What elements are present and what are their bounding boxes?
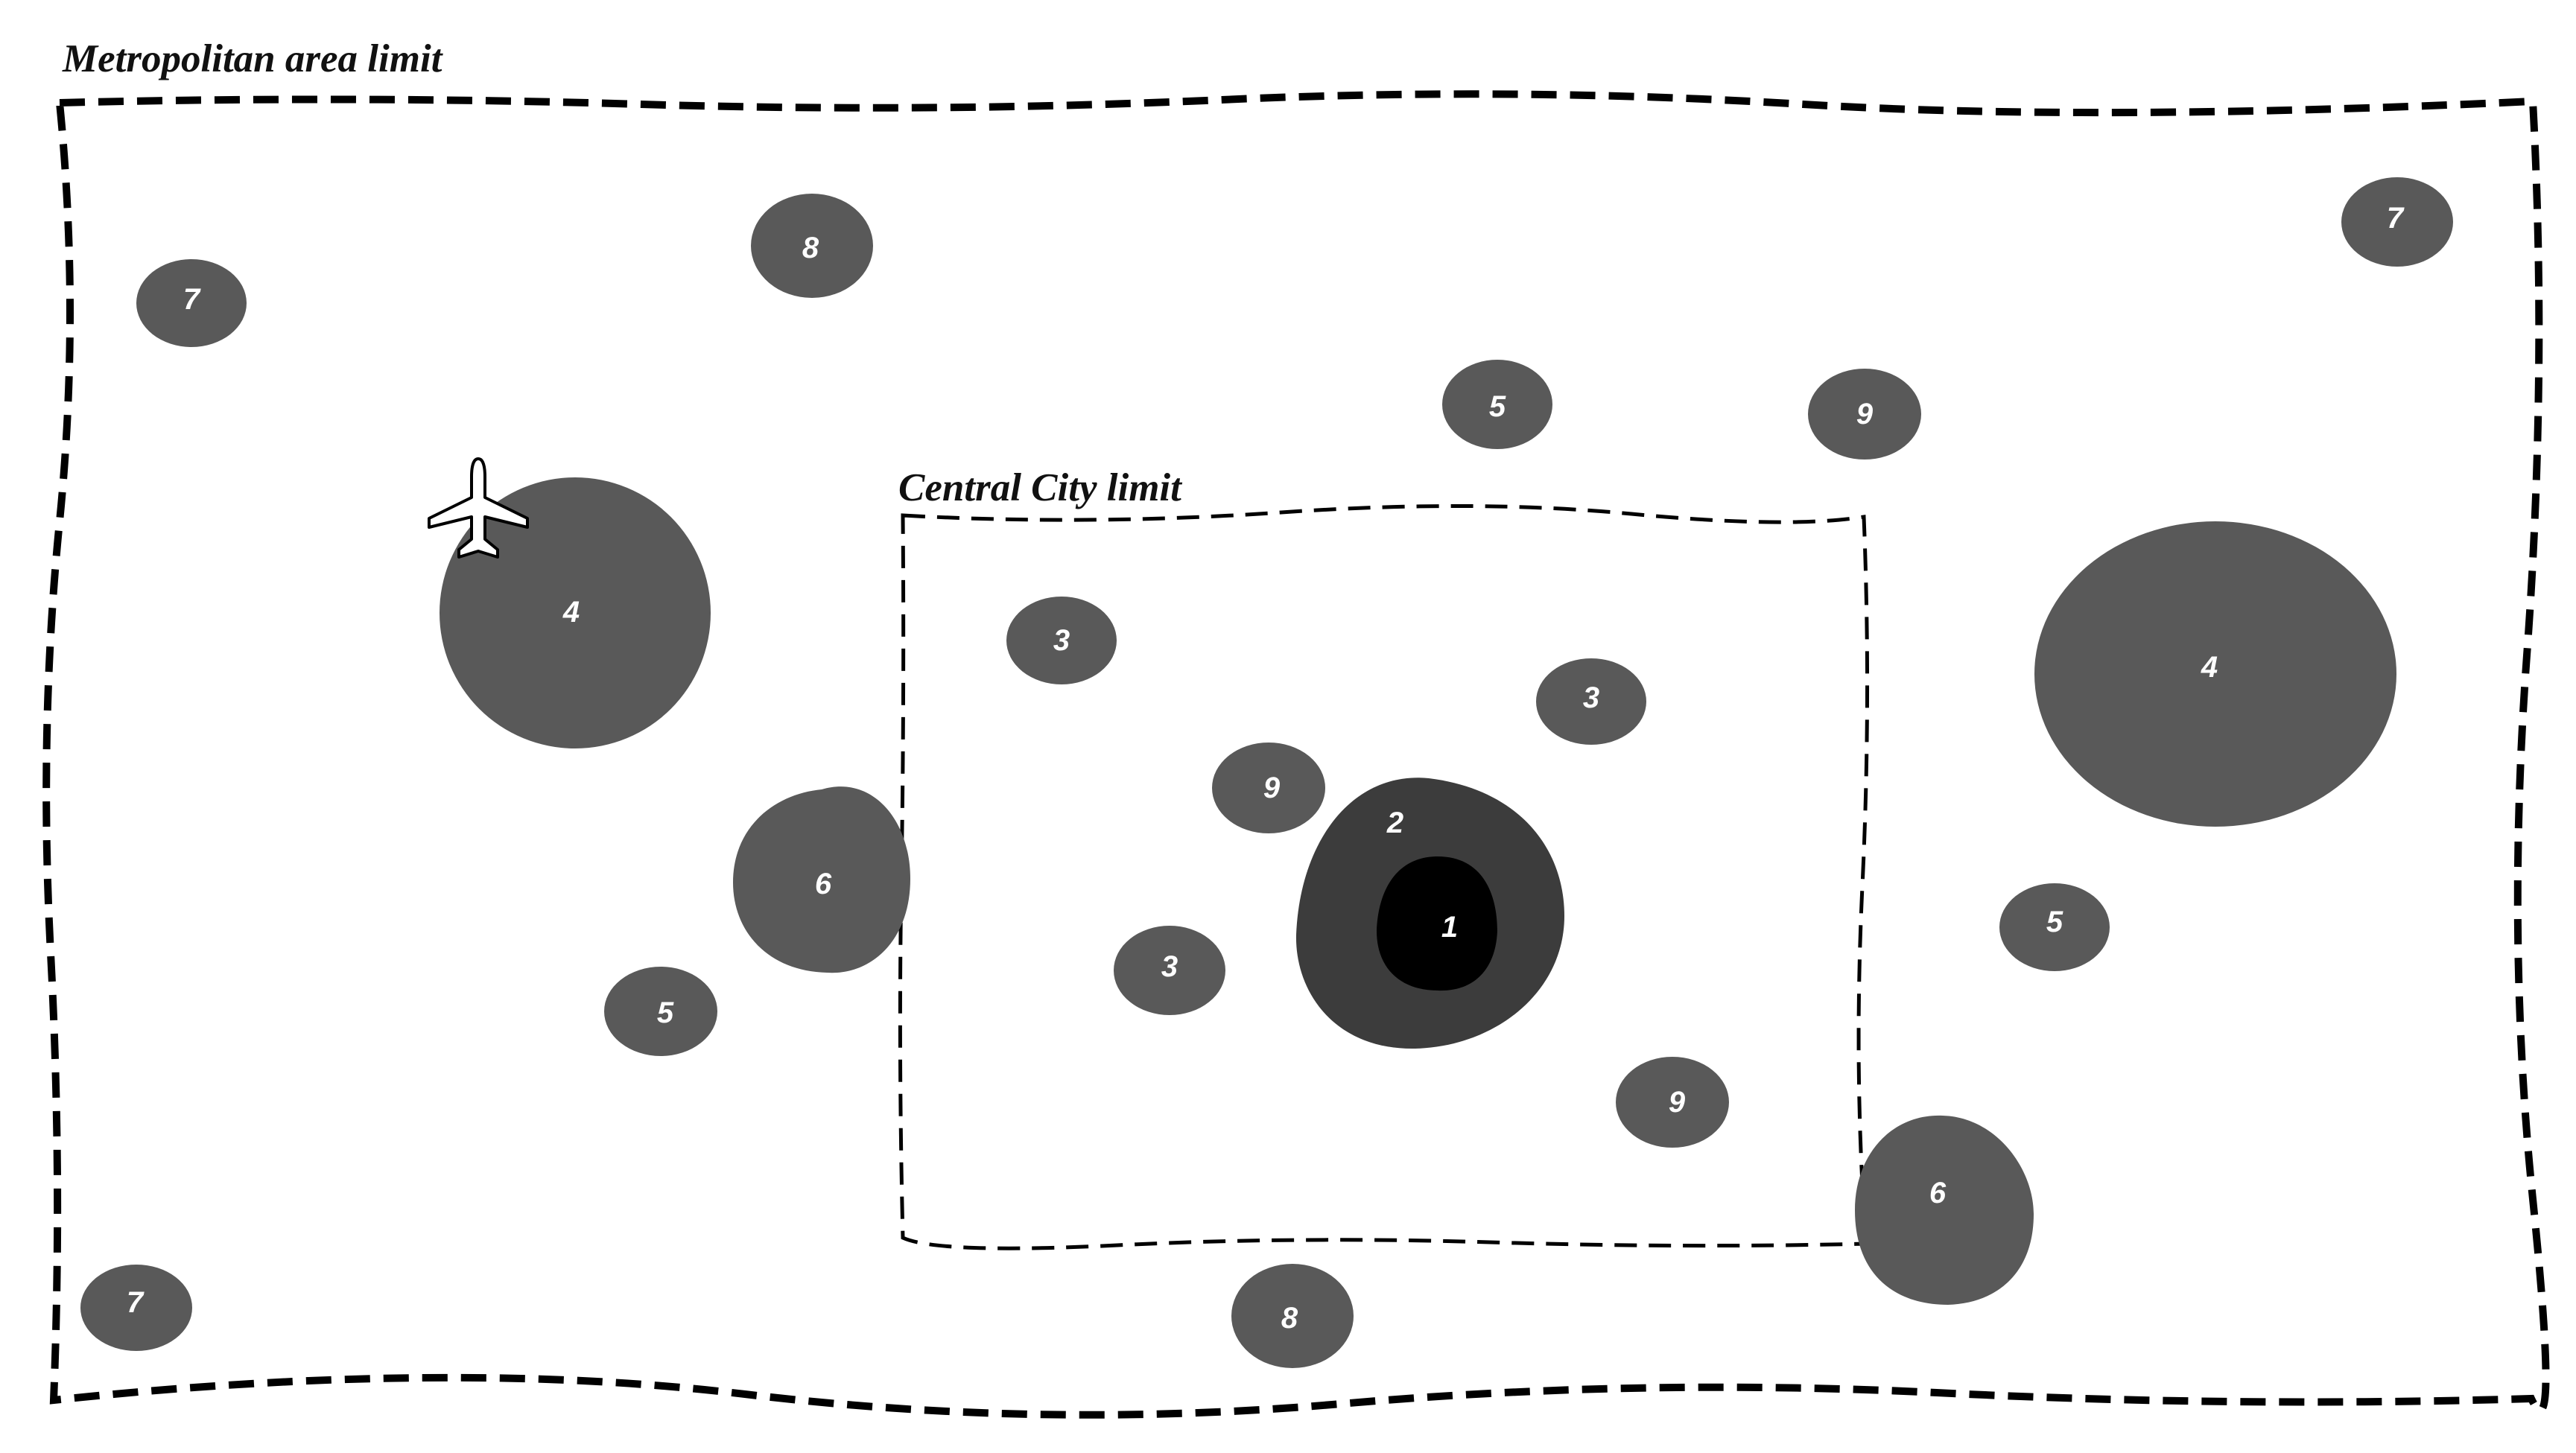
node-label: 5 [2046,906,2063,938]
node-label: 9 [1856,398,1874,430]
node-label: 8 [1281,1302,1298,1335]
node-label: 9 [1263,772,1281,804]
metro-node-6-right: 6 [1855,1115,2034,1305]
city-node-3-lower-left: 3 [1114,926,1225,1015]
city-node-9-center: 9 [1212,743,1325,833]
central-city-label: Central City limit [898,466,1183,509]
node-label: 6 [815,868,832,900]
airplane-icon [428,457,529,559]
node-label: 4 [2201,651,2218,684]
node-label: 7 [183,283,201,316]
metro-node-7-top-left: 7 [136,259,247,347]
node-label: 6 [1929,1177,1947,1209]
metro-node-7-bottom-left: 7 [80,1265,192,1351]
node-label: 4 [562,596,580,629]
core-zone-2-label: 2 [1386,807,1403,839]
city-node-3-upper-right: 3 [1536,658,1646,745]
metro-node-9-top: 9 [1808,369,1921,460]
node-label: 7 [127,1286,145,1319]
node-label: 7 [2387,202,2405,235]
node-label: 9 [1669,1086,1686,1119]
node-label: 3 [1161,950,1178,983]
metropolitan-area-label: Metropolitan area limit [62,37,444,80]
node-label: 5 [657,996,674,1029]
node-label: 3 [1053,624,1070,657]
core-zone-1 [1377,856,1497,991]
metro-node-5-right: 5 [1999,883,2110,971]
metro-node-4-left: 4 [440,477,711,748]
city-node-3-upper-left: 3 [1006,597,1117,684]
metro-node-4-right: 4 [2034,521,2396,827]
metro-node-5-top: 5 [1442,360,1552,449]
metro-node-8-top: 8 [751,194,873,298]
metro-node-5-left: 5 [604,967,717,1056]
node-label: 8 [802,232,819,264]
metro-node-6-left: 6 [733,786,910,973]
node-label: 3 [1583,681,1599,714]
city-node-9-lower: 9 [1616,1057,1729,1148]
core-zone-1-label: 1 [1441,911,1458,944]
city-core: 2 1 [1295,778,1564,1049]
metro-node-8-bottom: 8 [1231,1264,1354,1368]
metro-node-7-top-right: 7 [2341,177,2453,267]
metropolitan-boundary [42,90,2550,1419]
node-label: 5 [1489,390,1506,423]
